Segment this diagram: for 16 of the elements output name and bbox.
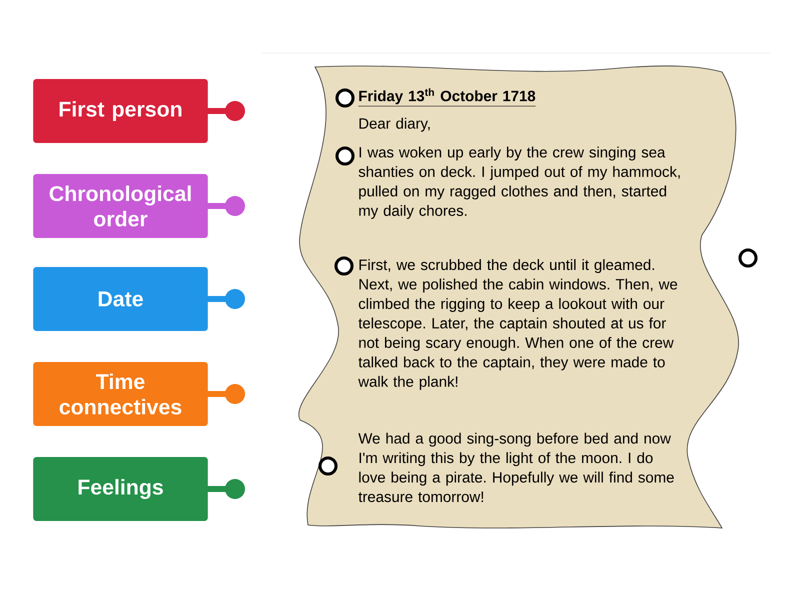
label-button: Date — [33, 267, 245, 331]
label-button: First person — [33, 79, 245, 143]
label-button: Time connectives — [33, 362, 245, 426]
drop-target-circle — [334, 256, 354, 276]
diary-paragraph: We had a good sing-song before bed and now I'm writing this by the light of the moon. I do love being a pirate. Hopefully we will find some treasure tomorrow! — [358, 432, 674, 502]
diary-date: Friday 13$^{th}$ October 1718 — [358, 88, 536, 106]
drop-target-circle — [738, 248, 758, 268]
label-button: Chronological order — [33, 174, 245, 238]
parchment-drawing — [298, 66, 739, 528]
diary-paragraph: Dear diary, — [360, 118, 430, 132]
label-button: Feelings — [33, 457, 245, 521]
drop-target-circle — [335, 146, 355, 166]
diary-paragraph: First, we scrubbed the deck until it gleamed. Next, we polished the cabin windows. Then, we climbed the rigging to keep a lookout with our telescope. Later, the captain shouted at us for not being scary enough. When one of the crew talked back to the captain, they were made to walk the plank! — [358, 259, 678, 390]
drop-target-circle — [335, 88, 355, 108]
drop-target-circle — [318, 456, 338, 476]
diary-paragraph: I was woken up early by the crew singing sea shanties on deck. I jumped out of my hammock, pulled on my ragged clothes and then, started my daily chores. — [358, 146, 680, 219]
